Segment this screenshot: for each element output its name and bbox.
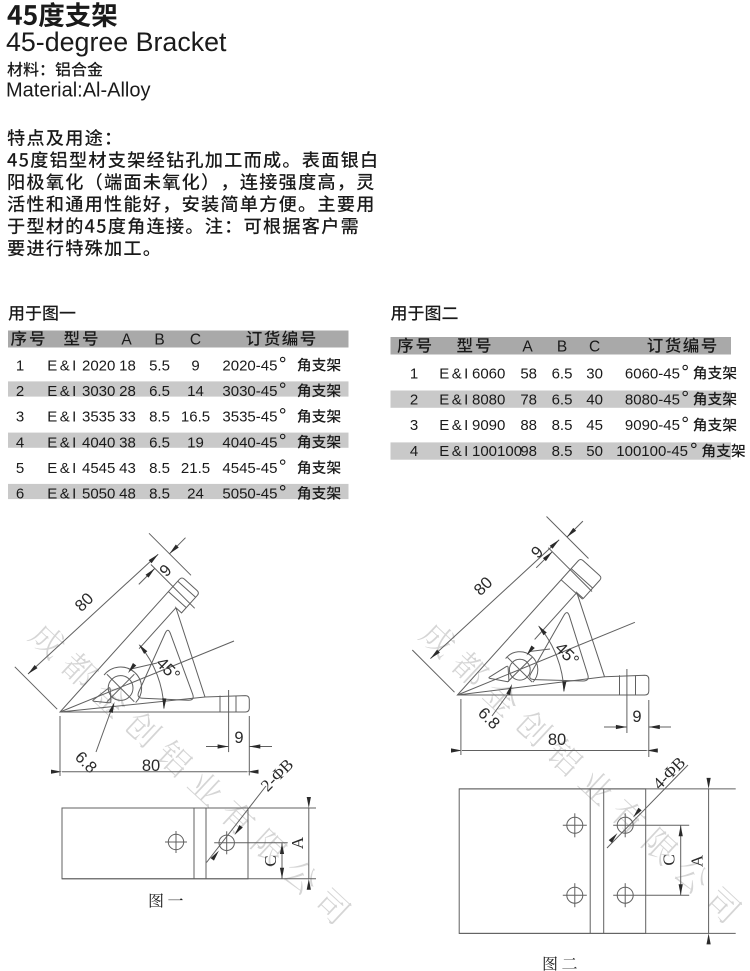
svg-text:4: 4 xyxy=(16,434,24,451)
svg-text:6060-45: 6060-45 xyxy=(625,365,680,382)
svg-text:6.5: 6.5 xyxy=(149,434,170,451)
svg-text:A: A xyxy=(121,332,132,349)
svg-text:33: 33 xyxy=(119,409,136,426)
svg-text:E&I: E&I xyxy=(47,357,78,374)
svg-text:80: 80 xyxy=(72,590,98,616)
svg-text:28: 28 xyxy=(119,383,136,400)
svg-text:98: 98 xyxy=(520,443,537,460)
svg-text:E&I: E&I xyxy=(47,434,78,451)
svg-text:50: 50 xyxy=(586,443,603,460)
svg-text:4040-45: 4040-45 xyxy=(222,434,277,451)
svg-text:48: 48 xyxy=(119,486,136,503)
svg-text:E&I: E&I xyxy=(439,391,470,408)
svg-text:38: 38 xyxy=(119,434,136,451)
svg-text:9: 9 xyxy=(234,729,243,747)
svg-text:C: C xyxy=(589,339,600,356)
svg-text:6: 6 xyxy=(16,486,24,503)
svg-text:24: 24 xyxy=(187,486,204,503)
svg-text:8.5: 8.5 xyxy=(552,443,573,460)
svg-text:3: 3 xyxy=(16,409,24,426)
svg-text:80: 80 xyxy=(142,757,160,775)
svg-text:18: 18 xyxy=(119,357,136,374)
svg-text:4545: 4545 xyxy=(82,460,115,477)
svg-text:1: 1 xyxy=(16,357,24,374)
svg-text:9: 9 xyxy=(191,357,199,374)
svg-text:100100: 100100 xyxy=(472,443,522,460)
svg-text:3535: 3535 xyxy=(82,409,115,426)
svg-text:58: 58 xyxy=(520,365,537,382)
svg-text:19: 19 xyxy=(187,434,204,451)
svg-text:E&I: E&I xyxy=(47,383,78,400)
svg-text:80: 80 xyxy=(548,731,566,749)
svg-text:C: C xyxy=(660,854,679,865)
svg-text:14: 14 xyxy=(187,383,204,400)
svg-text:B: B xyxy=(557,339,567,356)
svg-text:21.5: 21.5 xyxy=(181,460,210,477)
svg-text:8.5: 8.5 xyxy=(149,460,170,477)
svg-text:5050: 5050 xyxy=(82,486,115,503)
svg-text:2: 2 xyxy=(410,391,418,408)
svg-text:88: 88 xyxy=(520,417,537,434)
svg-text:100100-45: 100100-45 xyxy=(616,443,688,460)
svg-text:78: 78 xyxy=(520,391,537,408)
svg-text:3: 3 xyxy=(410,417,418,434)
svg-text:30: 30 xyxy=(586,365,603,382)
svg-text:3030: 3030 xyxy=(82,383,115,400)
svg-text:9: 9 xyxy=(632,708,641,726)
svg-text:E&I: E&I xyxy=(47,409,78,426)
svg-text:9090: 9090 xyxy=(472,417,505,434)
svg-text:E&I: E&I xyxy=(439,443,470,460)
svg-text:B: B xyxy=(154,332,164,349)
svg-text:8080: 8080 xyxy=(472,391,505,408)
svg-text:8.5: 8.5 xyxy=(149,486,170,503)
svg-text:A: A xyxy=(522,339,533,356)
svg-text:3535-45: 3535-45 xyxy=(222,409,277,426)
svg-text:6.5: 6.5 xyxy=(552,365,573,382)
svg-text:9: 9 xyxy=(156,561,175,580)
svg-text:9090-45: 9090-45 xyxy=(625,417,680,434)
svg-text:6.5: 6.5 xyxy=(149,383,170,400)
svg-text:6.5: 6.5 xyxy=(552,391,573,408)
svg-text:80: 80 xyxy=(471,574,497,600)
svg-text:5: 5 xyxy=(16,460,24,477)
svg-text:2020-45: 2020-45 xyxy=(222,357,277,374)
svg-text:E&I: E&I xyxy=(439,365,470,382)
svg-text:2: 2 xyxy=(16,383,24,400)
svg-text:16.5: 16.5 xyxy=(181,409,210,426)
svg-text:8.5: 8.5 xyxy=(149,409,170,426)
svg-text:4: 4 xyxy=(410,443,418,460)
svg-text:E&I: E&I xyxy=(47,486,78,503)
svg-text:40: 40 xyxy=(586,391,603,408)
svg-text:6.8: 6.8 xyxy=(71,748,100,777)
svg-text:43: 43 xyxy=(119,460,136,477)
svg-text:2020: 2020 xyxy=(82,357,115,374)
svg-text:C: C xyxy=(261,855,280,866)
svg-text:3030-45: 3030-45 xyxy=(222,383,277,400)
svg-text:2-ΦB: 2-ΦB xyxy=(257,755,297,795)
svg-text:45: 45 xyxy=(586,417,603,434)
svg-text:4040: 4040 xyxy=(82,434,115,451)
svg-text:5050-45: 5050-45 xyxy=(222,486,277,503)
svg-text:A: A xyxy=(688,854,707,867)
svg-text:Material:Al-Alloy: Material:Al-Alloy xyxy=(6,80,150,102)
svg-text:5.5: 5.5 xyxy=(149,357,170,374)
svg-text:8.5: 8.5 xyxy=(552,417,573,434)
svg-text:E&I: E&I xyxy=(439,417,470,434)
svg-text:E&I: E&I xyxy=(47,460,78,477)
svg-text:C: C xyxy=(190,332,201,349)
svg-text:4545-45: 4545-45 xyxy=(222,460,277,477)
svg-text:A: A xyxy=(288,836,307,849)
svg-text:8080-45: 8080-45 xyxy=(625,391,680,408)
svg-text:45-degree Bracket: 45-degree Bracket xyxy=(6,27,227,57)
svg-text:6060: 6060 xyxy=(472,365,505,382)
svg-text:4-ΦB: 4-ΦB xyxy=(649,753,689,793)
svg-text:1: 1 xyxy=(410,365,418,382)
